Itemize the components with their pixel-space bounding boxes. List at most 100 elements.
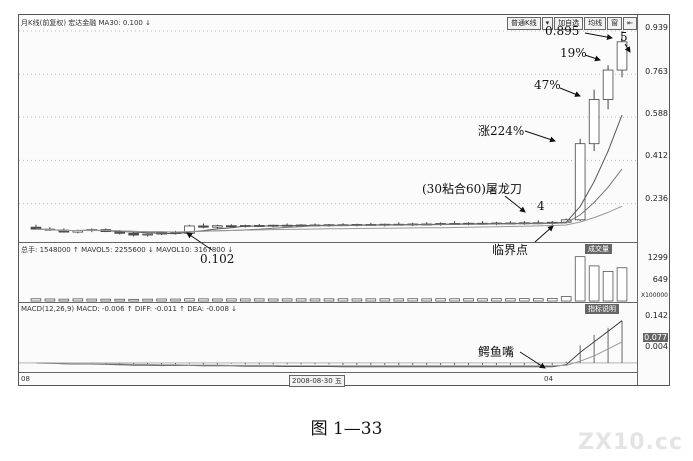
annotation-wave-5: 5 [620, 30, 628, 44]
volume-bar [253, 298, 265, 302]
volume-tag[interactable]: 成交量 [585, 244, 612, 254]
volume-bar [505, 298, 516, 302]
annotation-ma-cross: (30粘合60)屠龙刀 [422, 182, 522, 196]
candle-body [574, 143, 586, 221]
macd-dea-line [35, 341, 623, 367]
price-tick: 0.412 [645, 151, 668, 160]
annotation-macd-mouth: 鳄鱼嘴 [478, 345, 515, 359]
add-watchlist-button[interactable]: 加自选 [554, 17, 584, 30]
volume-bar [616, 267, 628, 302]
annotation-top-price: 0.895 [545, 24, 580, 38]
volume-bar [198, 298, 209, 302]
volume-bar [477, 298, 488, 302]
macd-tick: 0.142 [645, 311, 668, 320]
volume-unit: X100000 [640, 292, 668, 299]
macd-panel-header: MACD(12,26,9) MACD: -0.006 ↑ DIFF: -0.01… [21, 305, 237, 313]
volume-bar [156, 298, 167, 302]
volume-bar [393, 298, 405, 302]
volume-bar [72, 298, 84, 302]
volume-bar [44, 298, 56, 302]
macd-tick: 0.004 [645, 342, 668, 351]
volume-bar [128, 298, 139, 302]
candle-body [198, 225, 209, 228]
volume-bar [100, 298, 112, 302]
volume-tick: 1299 [647, 253, 668, 262]
kline-type-select[interactable]: 普通K线 [507, 17, 541, 30]
window-button[interactable]: 窗 [607, 17, 623, 30]
volume-bar [86, 298, 98, 302]
volume-bar [519, 298, 530, 302]
volume-bar [574, 256, 586, 302]
annotation-critical-point: 临界点 [492, 243, 529, 257]
volume-bar [323, 298, 335, 302]
price-tick: 0.588 [645, 109, 668, 118]
volume-bar [435, 298, 446, 302]
volume-bar [295, 298, 307, 302]
collapse-icon[interactable]: ⇤ [623, 17, 637, 30]
volume-bar [491, 298, 502, 302]
volume-bar [184, 298, 195, 302]
volume-bar [309, 298, 321, 302]
annotation-gain-47: 47% [534, 78, 561, 92]
candle-body [602, 69, 614, 100]
chart-window: 月K线(前复权) 宏达金融 MA30: 0.100 ↓ 普通K线 ▾ 加自选 均… [18, 14, 670, 387]
volume-bar [337, 298, 349, 302]
annotation-wave-4: 4 [537, 199, 545, 213]
candle-body [128, 232, 139, 236]
price-tick: 0.939 [645, 23, 668, 32]
volume-bar [379, 298, 391, 302]
moving-average-button[interactable]: 均线 [584, 17, 607, 30]
moving-average-line [35, 205, 623, 233]
volume-bar [463, 298, 474, 302]
volume-bar [170, 298, 181, 302]
candle-body [212, 225, 223, 228]
date-label-start: 08 [21, 375, 30, 383]
date-label-end: 04 [544, 375, 553, 383]
price-tick: 0.236 [645, 194, 668, 203]
volume-bar [30, 298, 42, 302]
volume-bar [239, 298, 251, 302]
moving-average-line [35, 114, 623, 235]
volume-bar [226, 298, 237, 302]
volume-bar [58, 298, 70, 302]
macd-tag[interactable]: 指标说明 [585, 304, 619, 314]
volume-bar [449, 298, 460, 302]
volume-bar [546, 298, 558, 302]
volume-bar [365, 298, 377, 302]
volume-bar [212, 298, 223, 302]
watermark-logo: ZX10.cc [578, 430, 683, 455]
chart-toolbar: 普通K线 ▾ 加自选 均线 窗 ⇤ [506, 17, 637, 30]
date-cursor-label: 2008-08-30 五 [289, 375, 345, 387]
volume-panel-header: 总手: 1548000 ↑ MAVOL5: 2255600 ↓ MAVOL10:… [21, 246, 234, 254]
volume-bar [533, 298, 544, 302]
price-tick: 0.763 [645, 67, 668, 76]
volume-bar [602, 271, 614, 302]
volume-bar [267, 298, 279, 302]
candle-body [616, 41, 628, 71]
value-axis: 0.939 0.763 0.588 0.412 0.236 1299 649 X… [637, 15, 670, 385]
chevron-down-icon[interactable]: ▾ [541, 17, 554, 30]
annotation-gain-19: 19% [560, 46, 587, 60]
volume-macd-divider [19, 302, 637, 303]
candle-body [588, 99, 600, 145]
annotation-gain-224: 涨224% [478, 124, 525, 138]
price-panel-header: 月K线(前复权) 宏达金融 MA30: 0.100 ↓ [21, 19, 151, 27]
volume-bar [351, 298, 363, 302]
volume-bar [588, 265, 600, 302]
candle-body [30, 226, 42, 230]
volume-bar [560, 296, 572, 302]
volume-bar [407, 298, 419, 302]
macd-current-value: 0.077 [643, 333, 668, 342]
macd-diff-line [35, 320, 623, 368]
volume-bar [421, 298, 432, 302]
volume-tick: 649 [652, 275, 668, 284]
volume-bar [114, 298, 125, 302]
price-volume-divider [19, 242, 637, 243]
annotation-low-price: 0.102 [200, 252, 235, 266]
candle-body [226, 225, 237, 228]
macd-bottom-divider [19, 372, 637, 373]
candle-body [142, 233, 153, 236]
volume-bar [281, 298, 293, 302]
figure-caption: 图 1—33 [310, 419, 383, 439]
volume-bar [142, 298, 153, 302]
